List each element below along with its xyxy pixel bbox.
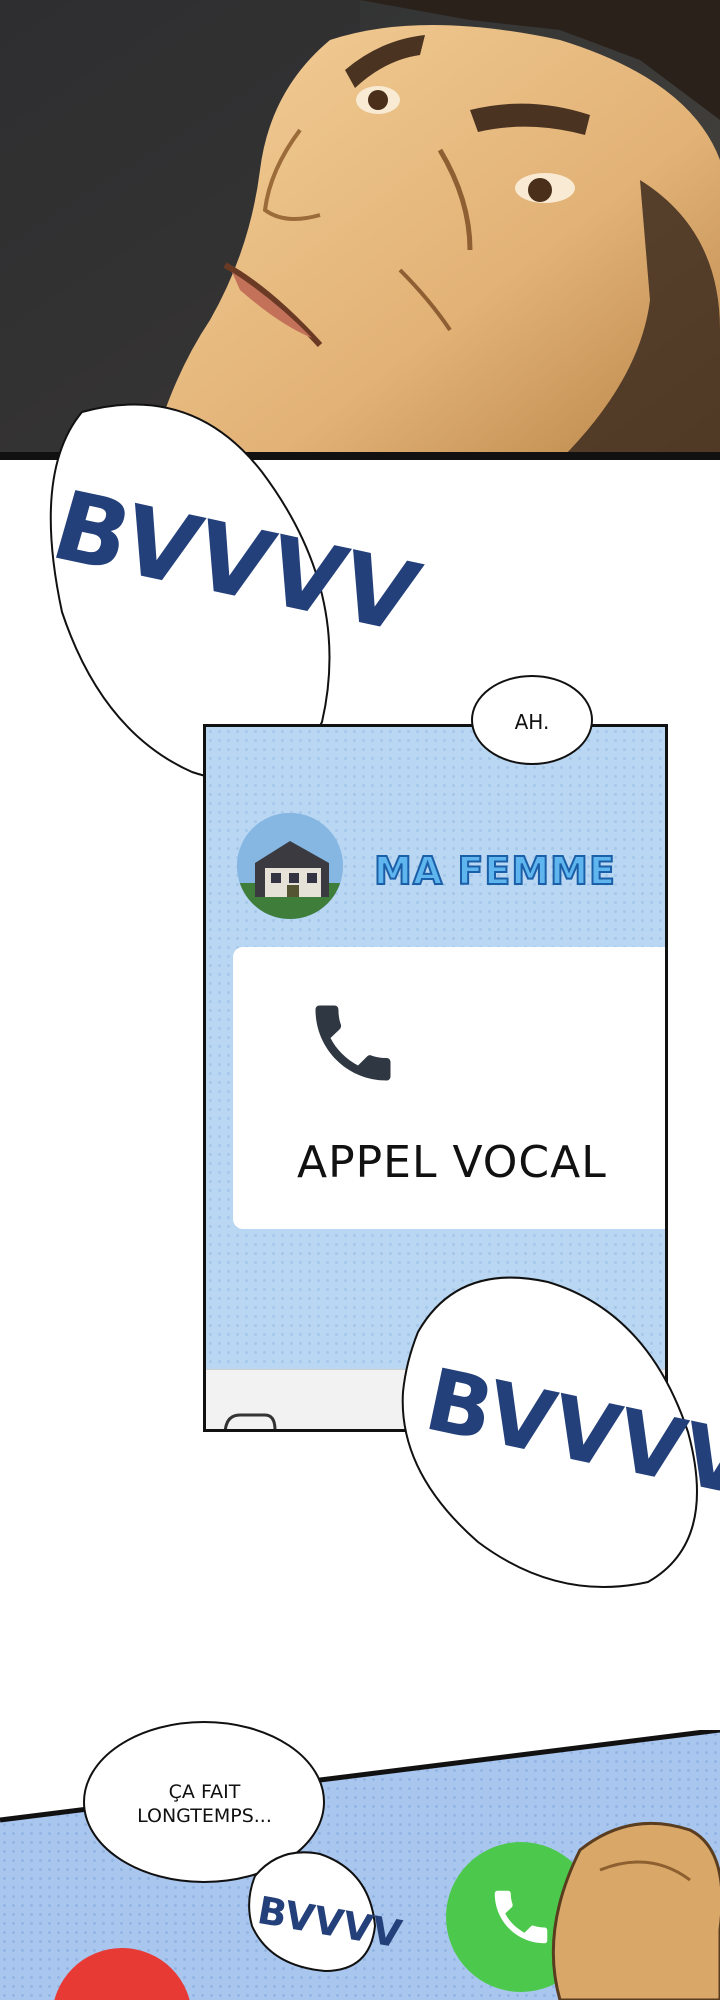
dialogue-long-time-line2: LONGTEMPS... — [137, 1805, 272, 1827]
speech-bubble-ah — [470, 674, 594, 766]
phone-handset-icon — [303, 993, 403, 1093]
dialogue-ah: AH. — [514, 710, 550, 734]
contact-avatar — [237, 813, 343, 919]
dialogue-long-time: ÇA FAIT LONGTEMPS... — [82, 1780, 327, 1828]
phone-handset-icon — [494, 1890, 548, 1944]
contact-name: MA FEMME — [373, 848, 616, 894]
call-type-label: APPEL VOCAL — [297, 1137, 607, 1188]
thumb-illustration — [551, 1821, 720, 2000]
sfx-bubble-right — [398, 1272, 708, 1592]
sfx-bubble-small — [240, 1846, 380, 1976]
face-panel — [0, 0, 720, 460]
call-message-card[interactable]: APPEL VOCAL — [233, 947, 665, 1229]
man-face-illustration — [0, 0, 720, 460]
phone-screen-panel: MA FEMME APPEL VOCAL — [203, 724, 668, 1432]
speech-bubble-long-time — [82, 1720, 327, 1885]
chat-bubble-outline-icon — [223, 1413, 277, 1429]
dialogue-long-time-line1: ÇA FAIT — [168, 1781, 241, 1803]
house-avatar-image — [237, 813, 343, 919]
